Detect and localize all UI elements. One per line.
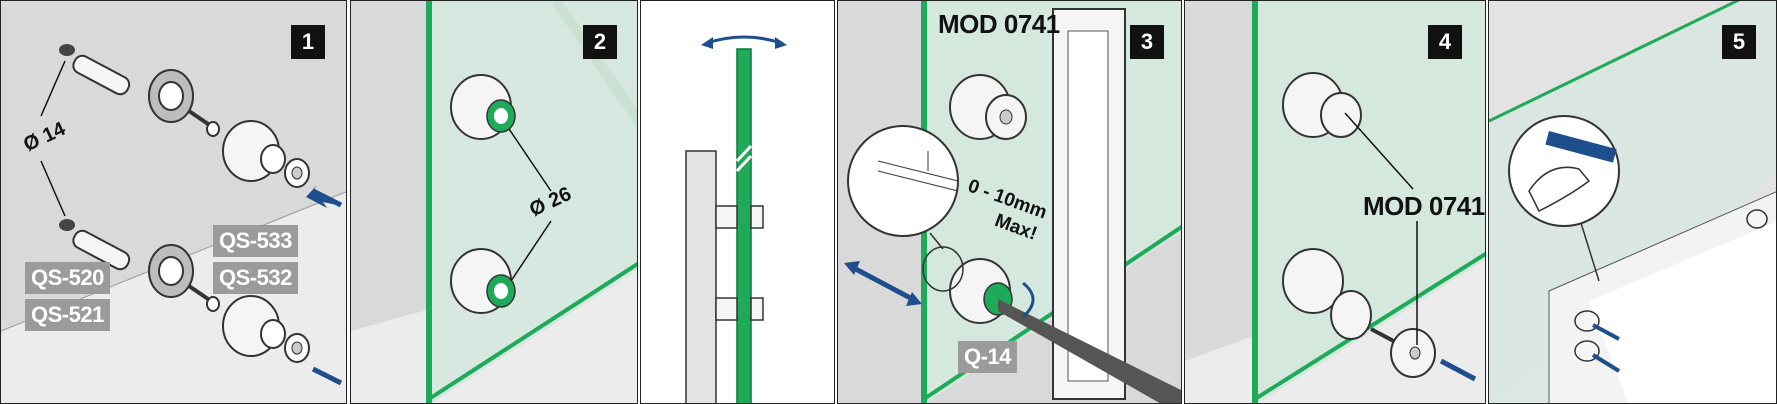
- panel-step-1: 1 Ø 14 QS-533 QS-520 QS-532 QS-521: [0, 0, 347, 404]
- panel-step-3: 3 MOD 0741 0 - 10mm Max! Q-14: [837, 0, 1182, 404]
- part-code-qs-533: QS-533: [213, 225, 298, 257]
- panel-step-4: 4 MOD 0741: [1184, 0, 1486, 404]
- part-code-qs-521: QS-521: [25, 299, 110, 331]
- panel-side-view: [640, 0, 835, 404]
- step-number-1: 1: [291, 25, 325, 59]
- model-label-mod-0741-step4: MOD 0741: [1363, 191, 1485, 221]
- side-view-illustration: [641, 1, 834, 403]
- tool-code-q-14: Q-14: [958, 341, 1017, 373]
- step-3-illustration: [844, 1, 1181, 403]
- model-label-mod-0741: MOD 0741: [938, 9, 1060, 39]
- step-number-3: 3: [1130, 25, 1164, 59]
- step-number-4: 4: [1428, 25, 1462, 59]
- part-code-qs-520: QS-520: [25, 262, 110, 294]
- step-5-illustration: [1489, 1, 1776, 403]
- panel-step-5: 5: [1488, 0, 1777, 404]
- step-4-illustration: [1185, 1, 1485, 403]
- step-number-2: 2: [583, 25, 617, 59]
- part-code-qs-532: QS-532: [213, 262, 298, 294]
- step-number-5: 5: [1722, 25, 1756, 59]
- step-1-illustration: [1, 44, 346, 403]
- step-2-illustration: [351, 1, 637, 403]
- panel-step-2: 2 Ø 26: [350, 0, 638, 404]
